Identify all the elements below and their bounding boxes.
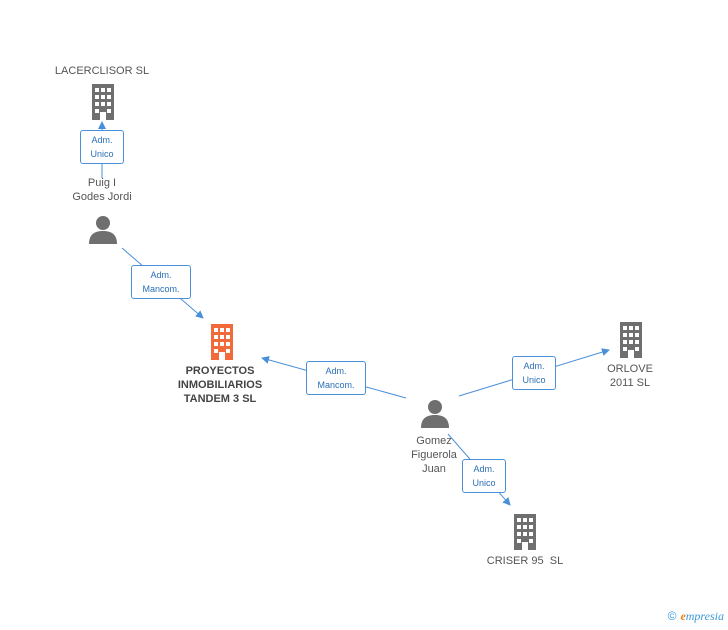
edge-label-puig-proyectos[interactable]: Adm. Mancom. (131, 265, 191, 299)
building-icon[interactable] (616, 322, 646, 358)
edge-label-puig-lacerclisor[interactable]: Adm. Unico (80, 130, 124, 164)
edge-label-gomez-proyectos[interactable]: Adm. Mancom. (306, 361, 366, 395)
edge-label-gomez-criser[interactable]: Adm. Unico (462, 459, 506, 493)
node-label-orlove[interactable]: ORLOVE 2011 SL (607, 363, 653, 389)
brand-logo: ©empresia (668, 609, 724, 624)
node-label-proyectos[interactable]: PROYECTOS INMOBILIARIOS TANDEM 3 SL (177, 365, 263, 405)
person-icon[interactable] (88, 214, 118, 244)
node-label-gomez[interactable]: Gomez Figuerola Juan (411, 435, 457, 475)
copyright-symbol: © (667, 609, 677, 623)
node-label-criser[interactable]: CRISER 95 SL (486, 555, 564, 567)
brand-name: mpresia (685, 609, 724, 623)
person-icon[interactable] (420, 398, 450, 428)
building-icon[interactable] (88, 84, 118, 120)
edge-label-gomez-orlove[interactable]: Adm. Unico (512, 356, 556, 390)
node-label-puig[interactable]: Puig I Godes Jordi (72, 177, 132, 203)
building-icon[interactable] (207, 324, 237, 360)
brand-initial: e (680, 609, 686, 623)
node-label-lacerclisor[interactable]: LACERCLISOR SL (54, 65, 150, 77)
building-icon[interactable] (510, 514, 540, 550)
